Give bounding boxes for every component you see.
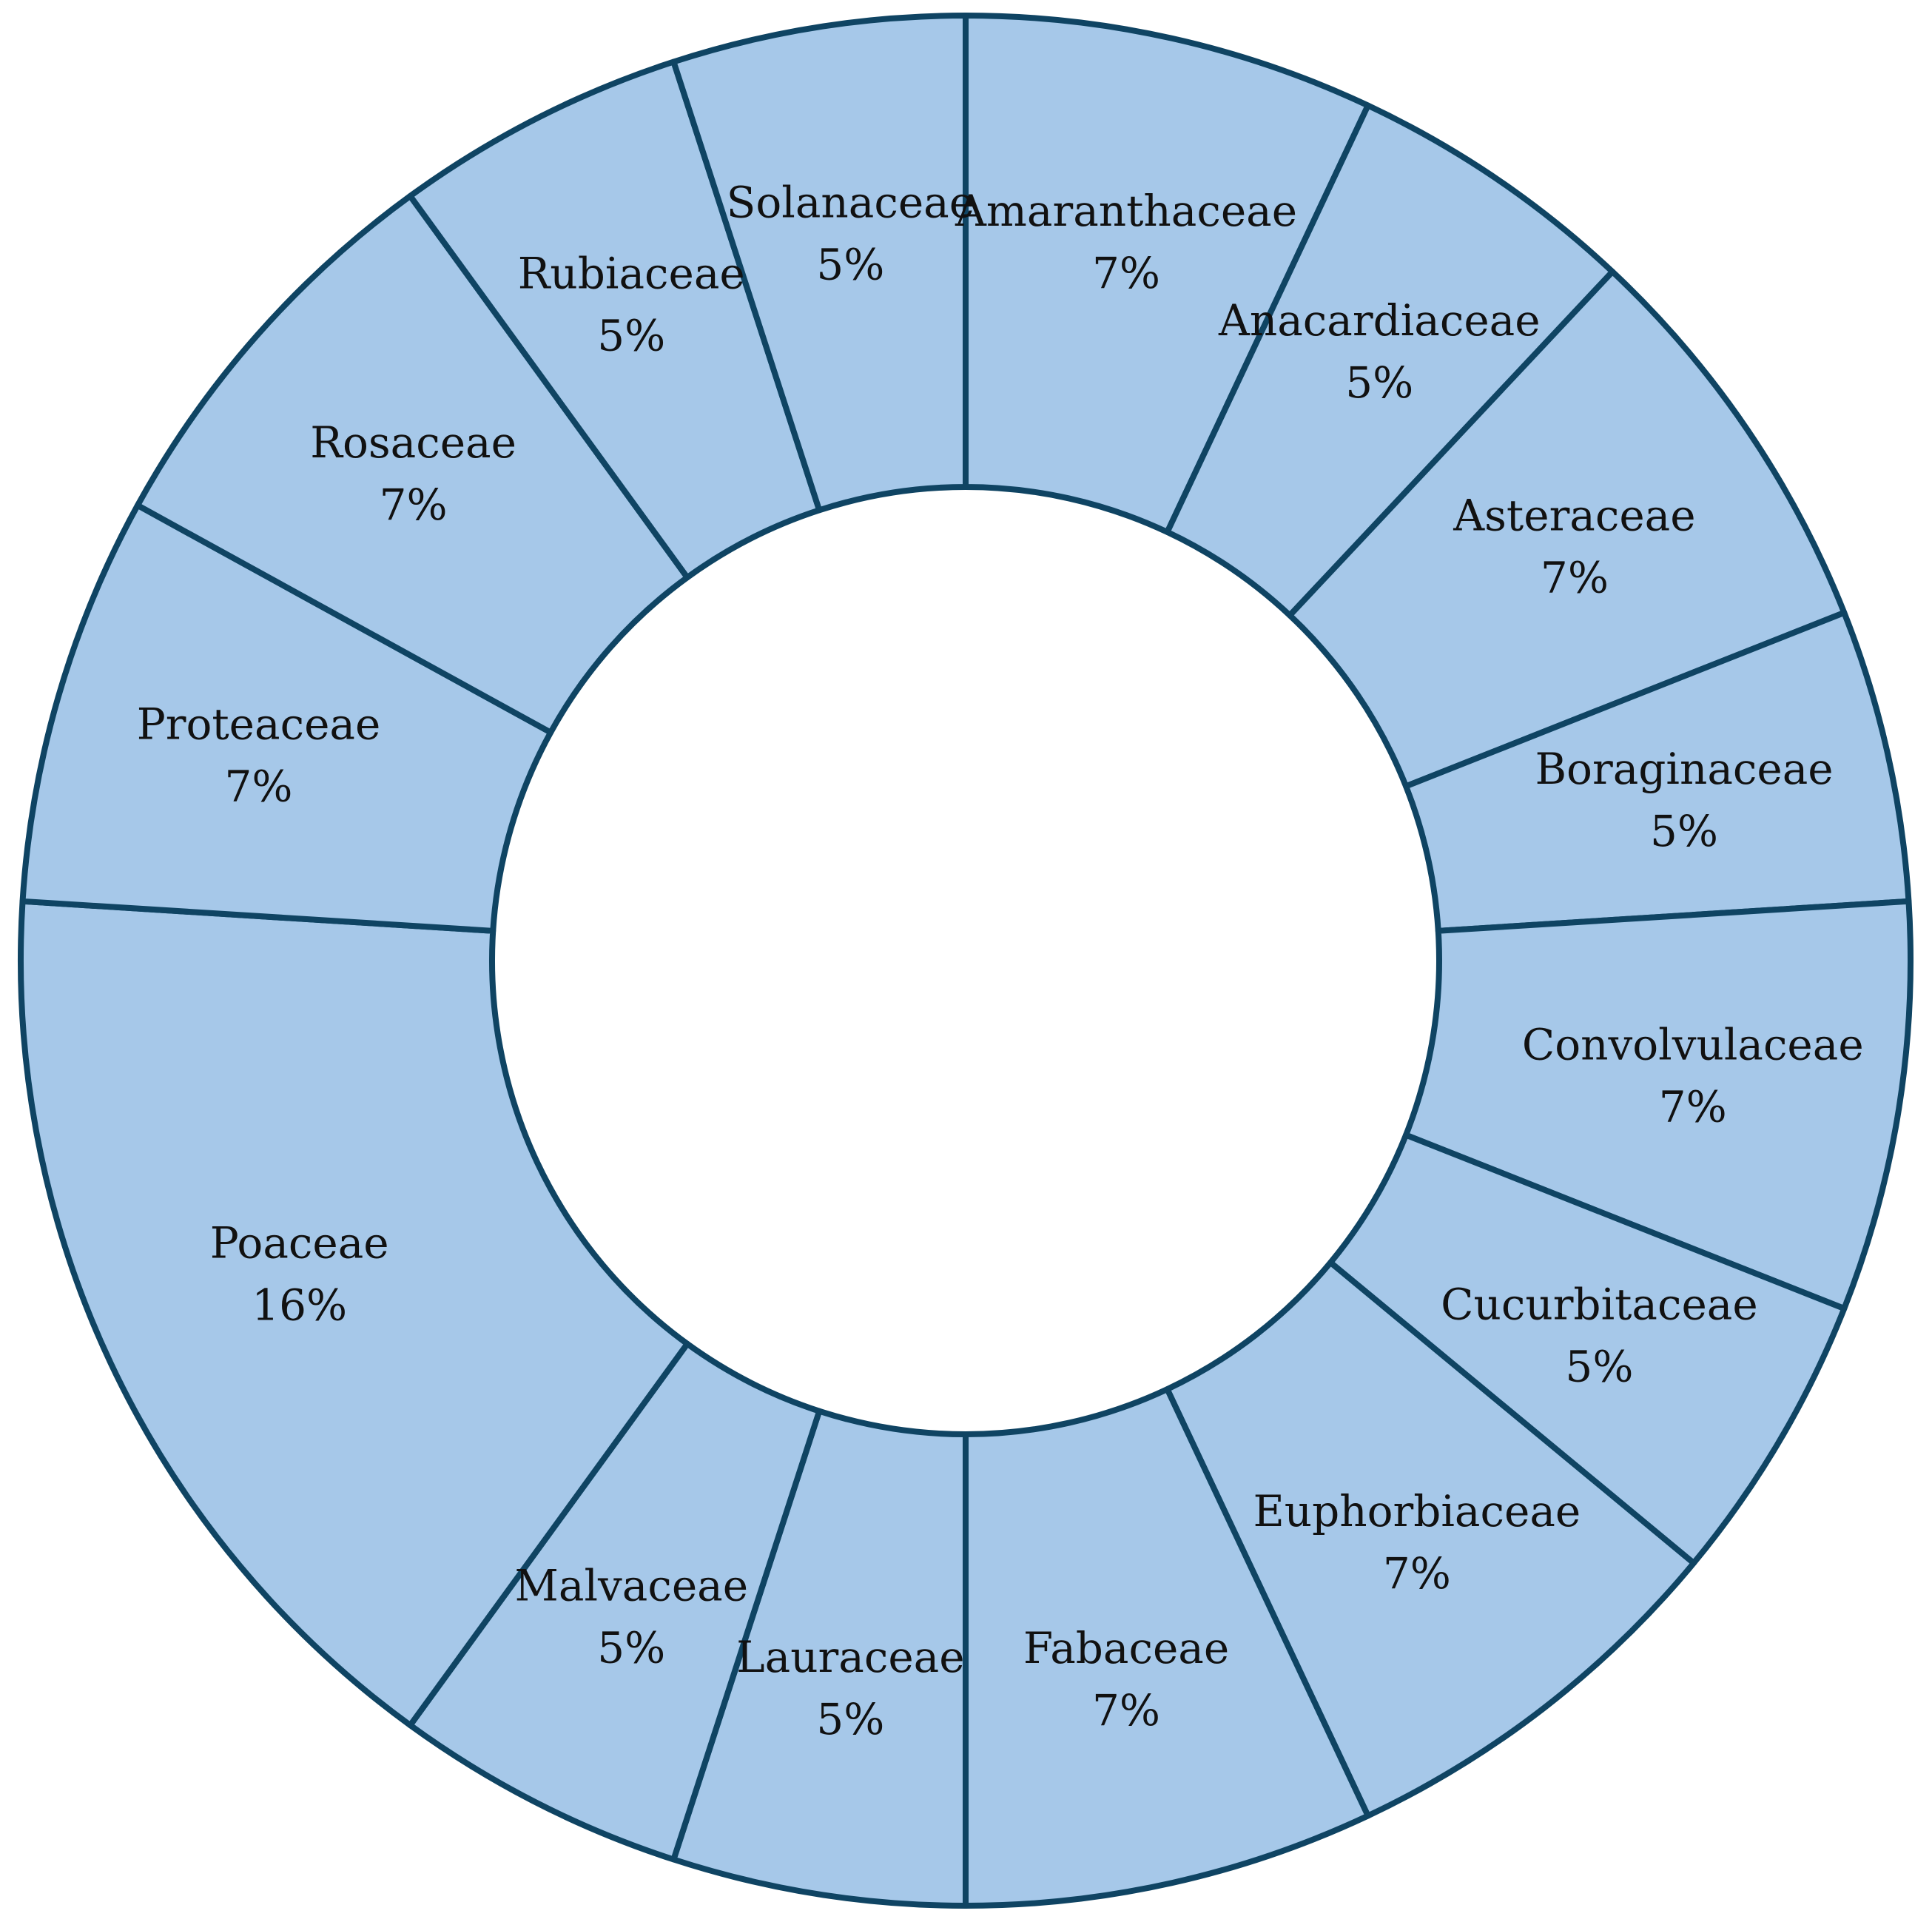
slice-percent-lauraceae: 5% xyxy=(816,1694,884,1744)
slice-percent-proteaceae: 7% xyxy=(224,761,292,811)
slice-group xyxy=(18,13,1914,1909)
slice-percent-anacardiaceae: 5% xyxy=(1345,357,1413,408)
label-group: Amaranthaceae 7% Anacardiaceae 5% Asteraceae… xyxy=(137,177,1864,1744)
slice-percent-rosaceae: 7% xyxy=(380,480,448,530)
slice-label-proteaceae: Proteaceae xyxy=(137,699,381,749)
slice-asteraceae xyxy=(1287,269,1848,790)
slice-solanaceae xyxy=(670,13,969,514)
slice-euphorbiaceae xyxy=(1164,1259,1697,1819)
slice-label-asteraceae: Asteraceae xyxy=(1453,491,1695,541)
slice-label-boraginaceae: Boraginaceae xyxy=(1535,744,1833,794)
slice-percent-asteraceae: 7% xyxy=(1541,553,1609,603)
slice-percent-fabaceae: 7% xyxy=(1092,1685,1160,1735)
slice-poaceae xyxy=(18,898,690,1729)
slice-percent-solanaceae: 5% xyxy=(816,239,884,289)
slice-percent-euphorbiaceae: 7% xyxy=(1383,1548,1451,1599)
slice-label-rosaceae: Rosaceae xyxy=(310,417,516,468)
slice-label-malvaceae: Malvaceae xyxy=(514,1561,748,1611)
slice-amaranthaceae xyxy=(963,13,1371,535)
slice-percent-convolvulaceae: 7% xyxy=(1659,1082,1727,1132)
slice-label-rubiaceae: Rubiaceae xyxy=(518,248,745,298)
slice-percent-poaceae: 16% xyxy=(252,1280,347,1331)
slice-proteaceae xyxy=(19,502,554,934)
slice-rosaceae xyxy=(134,192,690,736)
slice-label-anacardiaceae: Anacardiaceae xyxy=(1218,295,1541,346)
slice-percent-amaranthaceae: 7% xyxy=(1092,248,1160,298)
slice-percent-boraginaceae: 5% xyxy=(1650,806,1718,856)
slice-label-fabaceae: Fabaceae xyxy=(1023,1623,1229,1673)
slice-label-lauraceae: Lauraceae xyxy=(736,1632,964,1682)
slice-label-cucurbitaceae: Cucurbitaceae xyxy=(1441,1279,1758,1329)
slice-label-convolvulaceae: Convolvulaceae xyxy=(1522,1020,1864,1070)
slice-percent-rubiaceae: 5% xyxy=(597,310,665,360)
slice-percent-malvaceae: 5% xyxy=(597,1623,665,1673)
slice-percent-cucurbitaceae: 5% xyxy=(1565,1341,1633,1391)
slice-fabaceae xyxy=(963,1386,1371,1909)
slice-label-solanaceae: Solanaceae xyxy=(727,177,975,227)
slice-convolvulaceae xyxy=(1403,898,1914,1312)
slice-label-amaranthaceae: Amaranthaceae xyxy=(955,186,1297,236)
slice-label-euphorbiaceae: Euphorbiaceae xyxy=(1253,1486,1581,1536)
slice-label-poaceae: Poaceae xyxy=(210,1218,389,1269)
